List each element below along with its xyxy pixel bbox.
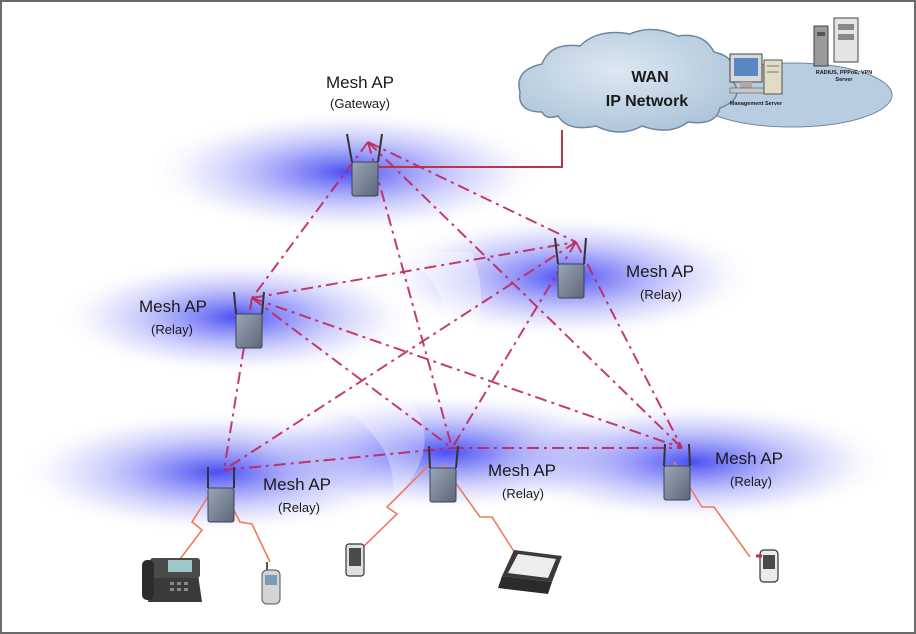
coverage-bottom-right — [492, 402, 892, 522]
mesh-links — [223, 141, 683, 471]
wan-cloud: WAN IP Network — [518, 28, 738, 133]
radius-server-icon — [813, 17, 859, 67]
management-server-icon — [729, 53, 783, 95]
label-left-upper-role: (Relay) — [151, 322, 193, 337]
highlight-swoosh — [402, 252, 481, 382]
mesh-link-relay-left-upper-relay-bottom-right — [251, 297, 683, 449]
label-gateway-role: (Gateway) — [330, 96, 390, 111]
label-bottom-right-role: (Relay) — [730, 474, 772, 489]
mesh-link-gateway-relay-bottom-middle — [367, 141, 453, 449]
desk-phone-icon — [142, 558, 202, 602]
label-right-upper-role: (Relay) — [640, 287, 682, 302]
mesh-link-relay-left-upper-relay-bottom-middle — [251, 297, 453, 449]
cloud-shape — [518, 28, 738, 133]
label-bottom-right-title: Mesh AP — [715, 449, 783, 468]
wireless-link-phone — [173, 486, 215, 568]
label-bottom-left-title: Mesh AP — [263, 475, 331, 494]
mesh-link-relay-right-upper-relay-bottom-left — [223, 241, 577, 471]
pda-icon — [345, 543, 365, 577]
radius-server-label-2: Server — [835, 77, 853, 83]
mobile-phone-left-icon — [261, 562, 281, 605]
laptop-icon — [498, 550, 562, 594]
mesh-ap-gateway-icon — [346, 133, 383, 197]
mesh-ap-right-upper-icon — [554, 237, 587, 299]
highlight-swoosh-lower — [332, 392, 425, 502]
mobile-phone-right-icon — [756, 549, 779, 583]
mesh-link-gateway-relay-right-upper — [367, 141, 577, 243]
mesh-ap-bottom-middle-icon — [428, 445, 459, 503]
label-bottom-left-role: (Relay) — [278, 500, 320, 515]
wan-title: WAN — [631, 69, 668, 86]
coverage-gateway — [147, 110, 547, 234]
mesh-link-gateway-relay-left-upper — [251, 141, 369, 299]
wireless-link-laptop — [441, 463, 523, 565]
mesh-ap-devices — [207, 133, 691, 523]
wired-uplink — [378, 130, 563, 168]
label-bottom-middle-role: (Relay) — [502, 486, 544, 501]
wan-subtitle: IP Network — [606, 93, 689, 110]
wireless-links — [173, 461, 751, 568]
mesh-ap-bottom-right-icon — [663, 443, 691, 501]
node-labels: Mesh AP (Gateway) Mesh AP (Relay) Mesh A… — [139, 73, 783, 515]
mesh-ap-left-upper-icon — [233, 291, 265, 349]
mesh-link-relay-left-upper-relay-right-upper — [251, 241, 577, 299]
mesh-link-relay-right-upper-relay-bottom-middle — [451, 241, 577, 449]
radius-server-label: RADIUS, PPPoE, VPN — [816, 70, 873, 76]
mesh-ap-bottom-left-icon — [207, 467, 235, 523]
label-left-upper-title: Mesh AP — [139, 297, 207, 316]
label-bottom-middle-title: Mesh AP — [488, 461, 556, 480]
coverage-areas — [17, 110, 892, 534]
management-server-label: Management Server — [730, 101, 783, 107]
wireless-link-pda — [359, 463, 431, 551]
label-gateway-title: Mesh AP — [326, 73, 394, 92]
mesh-link-gateway-relay-bottom-right — [367, 141, 683, 449]
label-right-upper-title: Mesh AP — [626, 262, 694, 281]
mesh-link-relay-right-upper-relay-bottom-right — [575, 241, 683, 449]
